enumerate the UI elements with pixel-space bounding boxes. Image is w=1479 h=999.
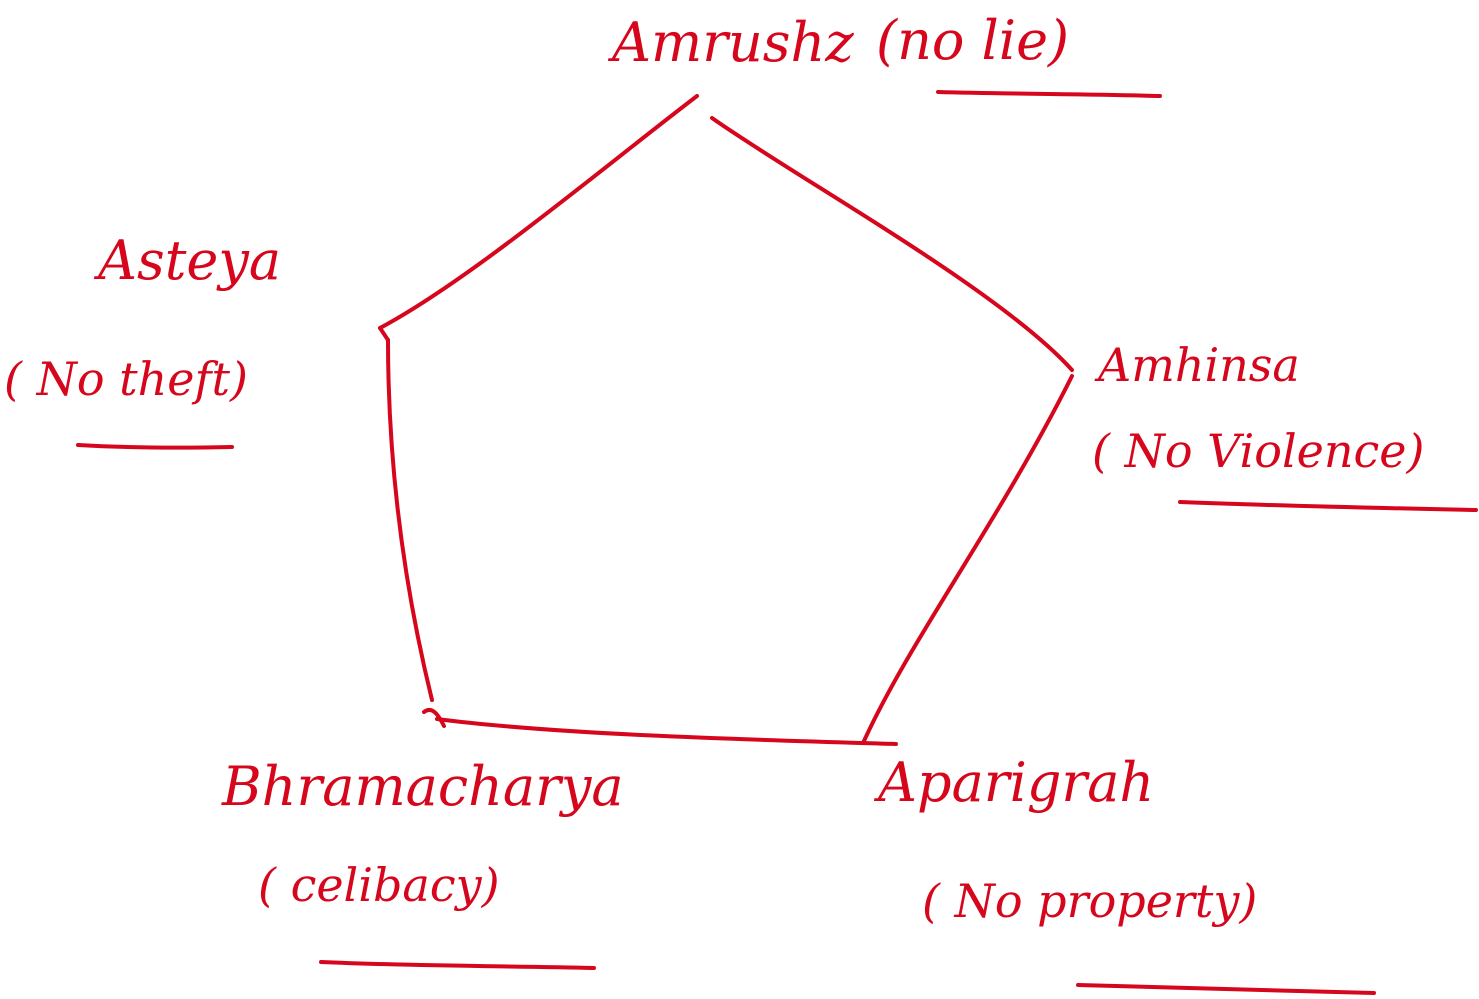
- underline-top: [936, 90, 1162, 98]
- underline-bottom-left: [319, 960, 596, 970]
- edge-top-right: [710, 116, 1074, 372]
- underline-bottom-right: [1076, 983, 1376, 995]
- vertex-bottom-right-meaning: ( No property): [922, 874, 1258, 928]
- vertex-right-meaning: ( No Violence): [1092, 424, 1425, 478]
- edge-right-bottomright: [862, 374, 1074, 743]
- underline-right: [1178, 500, 1478, 512]
- corner-hook-bottomleft: [422, 707, 446, 728]
- edge-bottomright-bottomleft: [435, 717, 898, 746]
- vertex-bottom-left-meaning: ( celibacy): [258, 858, 500, 912]
- vertex-bottom-left-name: Bhramacharya: [222, 755, 624, 818]
- vertex-left-meaning: ( No theft): [4, 352, 248, 406]
- edge-bottomleft-left: [386, 338, 434, 702]
- edge-left-top: [378, 94, 699, 330]
- vertex-right-name: Amhinsa: [1098, 338, 1300, 392]
- vertex-top-name: Amrushz: [612, 11, 854, 74]
- vertex-left-name: Asteya: [98, 229, 282, 292]
- corner-hook-left: [378, 326, 390, 342]
- vertex-bottom-right-name: Aparigrah: [878, 751, 1155, 814]
- underline-left: [76, 443, 234, 450]
- vertex-top-meaning: (no lie): [876, 9, 1070, 72]
